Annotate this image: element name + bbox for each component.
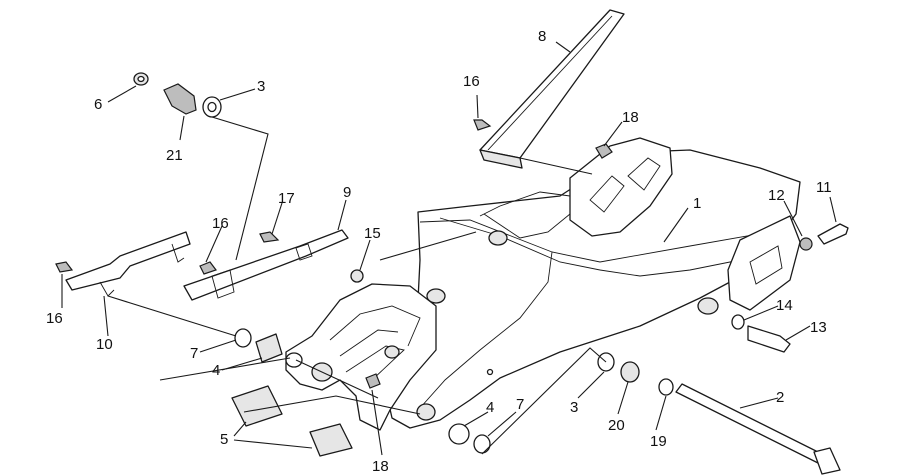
callout-16b: 16 (212, 215, 229, 232)
callout-11: 11 (816, 179, 832, 196)
callout-4a: 4 (212, 362, 220, 379)
callout-1: 1 (693, 195, 701, 212)
callout-16c: 16 (46, 310, 63, 327)
callout-5: 5 (220, 431, 228, 448)
callout-3a: 3 (257, 78, 265, 95)
callout-2: 2 (776, 389, 784, 406)
callout-20: 20 (608, 417, 625, 434)
callout-4b: 4 (486, 399, 494, 416)
callout-8: 8 (538, 28, 546, 45)
callout-12: 12 (768, 187, 785, 204)
callouts: 1 2 3 3 4 4 5 6 7 7 8 9 10 11 12 13 14 1… (46, 28, 832, 475)
callout-17: 17 (278, 190, 295, 207)
callout-14: 14 (776, 297, 793, 314)
callout-7a: 7 (190, 345, 198, 362)
swingarm (387, 137, 801, 429)
callout-7b: 7 (516, 396, 524, 413)
pivot-cap-assembly (133, 72, 222, 118)
callout-21: 21 (166, 147, 183, 164)
assembly-lines (107, 116, 607, 455)
callout-18a: 18 (622, 109, 639, 126)
bracket (65, 231, 191, 297)
callout-18b: 18 (372, 458, 389, 475)
hardware (55, 119, 849, 475)
callout-6: 6 (94, 96, 102, 113)
callout-10: 10 (96, 336, 113, 353)
callout-leaders (61, 41, 837, 456)
callout-3b: 3 (570, 399, 578, 416)
chain-slider (183, 229, 349, 301)
callout-15: 15 (364, 225, 381, 242)
callout-9: 9 (343, 184, 351, 201)
linkage-rocker (285, 283, 437, 431)
chain-guide (479, 9, 625, 169)
callout-16a: 16 (463, 73, 480, 90)
callout-13: 13 (810, 319, 827, 336)
callout-19: 19 (650, 433, 667, 450)
